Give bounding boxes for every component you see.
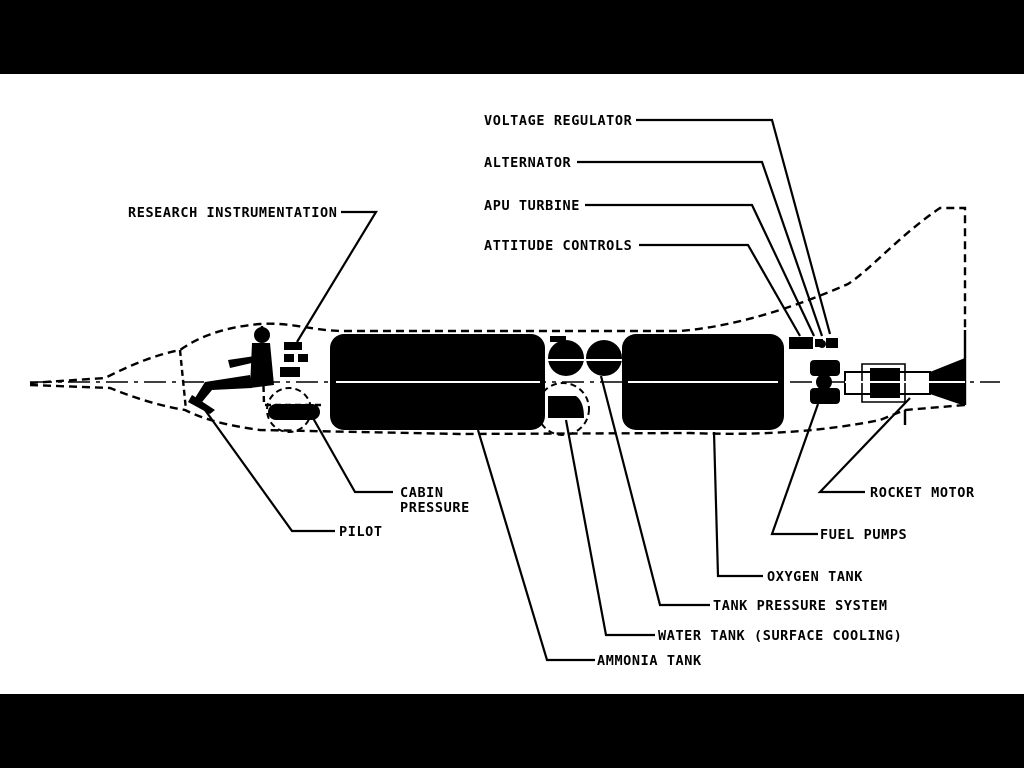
water-tank xyxy=(536,382,590,436)
label-alternator: ALTERNATOR xyxy=(484,155,572,171)
label-cabin-pressure-line1: CABIN xyxy=(400,485,444,501)
cabin-pressure-bottle xyxy=(266,387,320,433)
label-water-tank: WATER TANK (SURFACE COOLING) xyxy=(658,628,902,644)
label-oxygen-tank: OXYGEN TANK xyxy=(767,569,863,585)
label-research-instrumentation: RESEARCH INSTRUMENTATION xyxy=(128,205,337,221)
pilot-figure xyxy=(188,327,274,414)
aircraft-cutaway-diagram: VOLTAGE REGULATOR ALTERNATOR APU TURBINE… xyxy=(29,113,1000,669)
label-pilot: PILOT xyxy=(339,524,383,540)
rocket-motor xyxy=(844,358,965,406)
label-cabin-pressure-line2: PRESSURE xyxy=(400,500,470,516)
ammonia-tank xyxy=(330,334,545,430)
letterbox-top xyxy=(0,0,1024,74)
tail-equipment-boxes xyxy=(789,337,838,349)
label-voltage-regulator: VOLTAGE REGULATOR xyxy=(484,113,633,129)
label-tank-pressure-system: TANK PRESSURE SYSTEM xyxy=(713,598,888,614)
label-fuel-pumps: FUEL PUMPS xyxy=(820,527,907,543)
tank-pressure-spheres xyxy=(548,336,622,376)
diagram-canvas: VOLTAGE REGULATOR ALTERNATOR APU TURBINE… xyxy=(0,74,1024,694)
fuel-pumps xyxy=(810,360,840,404)
label-attitude-controls: ATTITUDE CONTROLS xyxy=(484,238,632,254)
label-apu-turbine: APU TURBINE xyxy=(484,198,580,214)
letterbox-bottom xyxy=(0,694,1024,768)
label-rocket-motor: ROCKET MOTOR xyxy=(870,485,975,501)
research-instrumentation-boxes xyxy=(280,342,308,377)
label-ammonia-tank: AMMONIA TANK xyxy=(597,653,702,669)
leader-lines xyxy=(204,118,911,662)
oxygen-tank xyxy=(622,334,784,430)
